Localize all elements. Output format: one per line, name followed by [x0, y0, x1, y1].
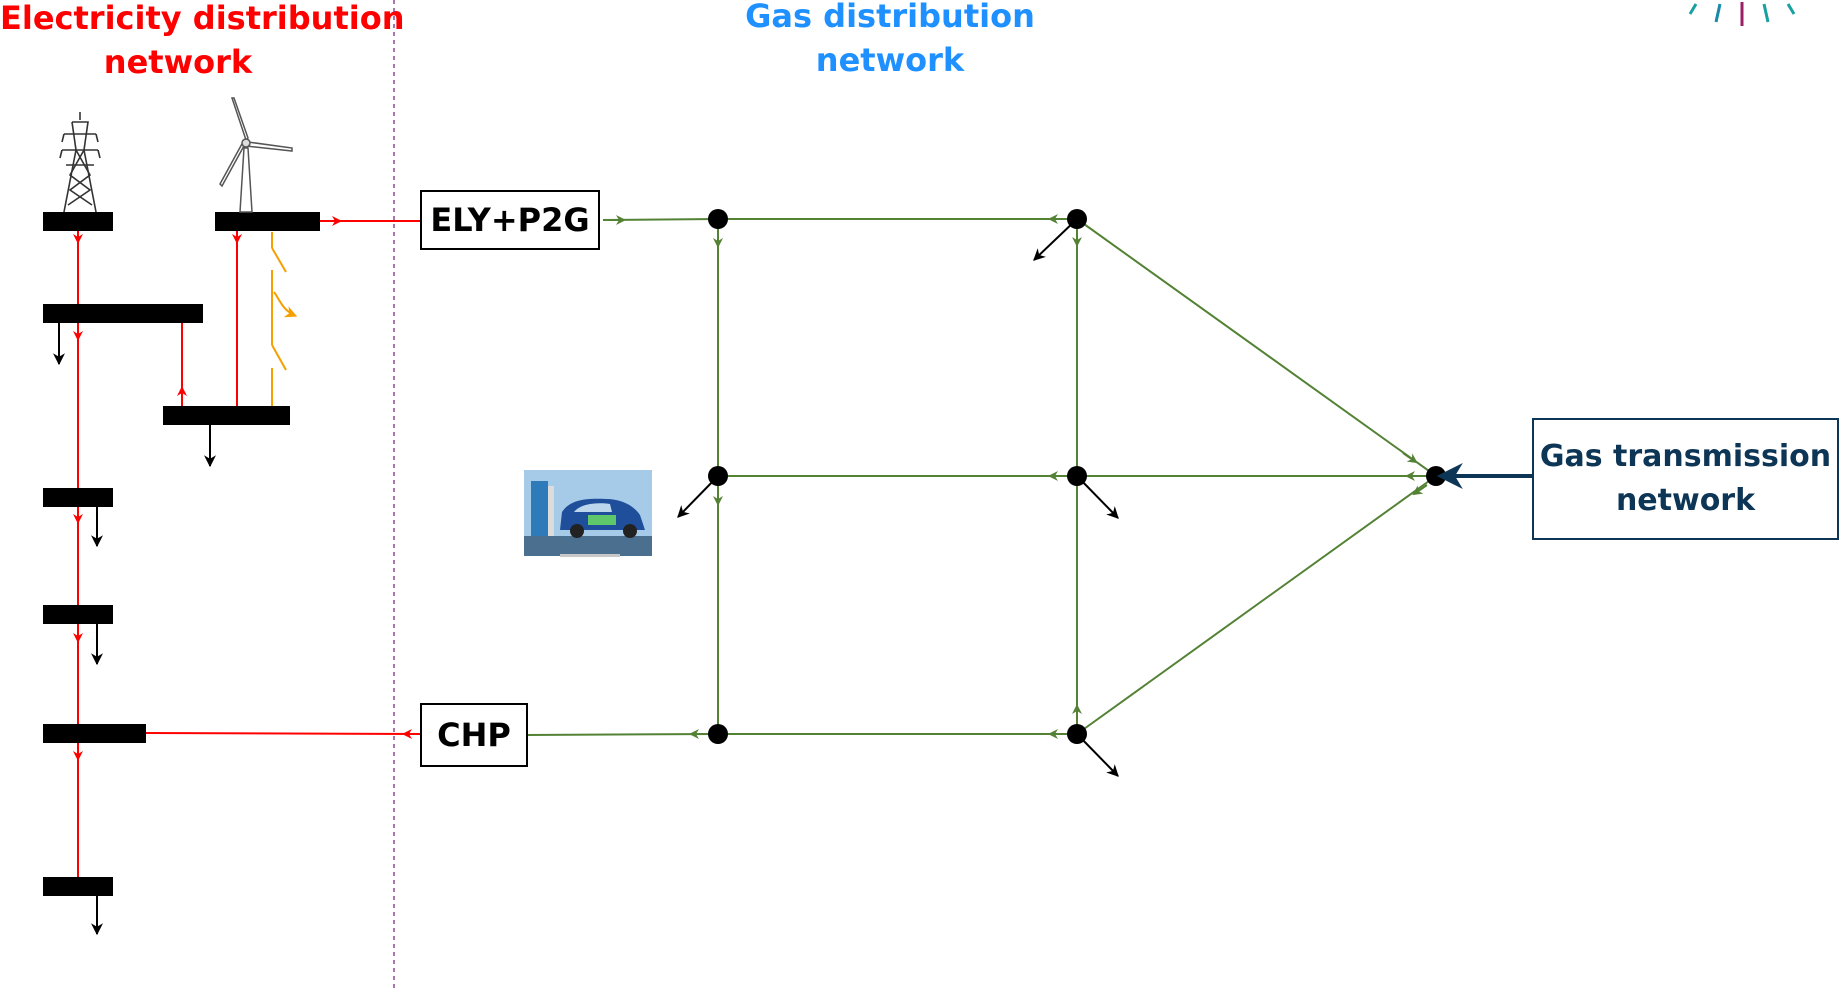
bus-bar-6 — [43, 724, 146, 743]
electricity-title-line1: Electricity distribution — [0, 0, 405, 37]
bus-bar-3 — [163, 406, 290, 425]
electricity-loads — [53, 323, 216, 936]
gas-node — [1067, 466, 1087, 486]
gas-node — [1067, 724, 1087, 744]
wind-turbine-icon — [219, 97, 293, 213]
gas-transmission-label-line1: Gas transmission — [1539, 439, 1832, 474]
gas-pipes — [526, 214, 1437, 739]
electricity-network-title: Electricity distribution network — [0, 0, 405, 84]
ely-p2g-label: ELY+P2G — [430, 201, 590, 239]
open-switch — [271, 232, 298, 406]
chp-label: CHP — [437, 716, 511, 754]
bus-bar-2 — [43, 304, 203, 323]
transmission-tower-icon — [59, 112, 101, 213]
pipe-diagonal-bottom — [1076, 475, 1437, 735]
electricity-lines — [73, 216, 421, 877]
bus-bar-1 — [43, 212, 113, 231]
bus-bar-4 — [43, 488, 113, 507]
chp-to-bus-line — [145, 732, 421, 735]
flow-arrow — [1402, 452, 1418, 464]
gas-loads — [677, 218, 1119, 777]
gas-node — [708, 724, 728, 744]
logo-icon — [1688, 2, 1796, 26]
pipe-diagonal-top — [1076, 218, 1437, 477]
bus-bar-5 — [43, 605, 113, 624]
gas-nodes — [708, 209, 1446, 744]
flow-arrow — [1412, 484, 1428, 496]
ely-p2g-box: ELY+P2G — [420, 190, 600, 250]
gas-title-line2: network — [815, 41, 965, 79]
gas-node — [708, 466, 728, 486]
hydrogen-car-station-icon — [524, 470, 652, 557]
gas-transmission-label-line2: network — [1615, 483, 1756, 518]
bus-bar-wind — [215, 212, 320, 231]
gas-node — [1067, 209, 1087, 229]
gas-network-title: Gas distribution network — [740, 0, 1040, 82]
pipe-chp — [526, 733, 719, 736]
chp-box: CHP — [420, 703, 528, 767]
bus-bar-7 — [43, 877, 113, 896]
gas-title-line1: Gas distribution — [745, 0, 1035, 35]
electricity-title-line2: network — [103, 43, 253, 81]
gas-transmission-box: Gas transmission network — [1532, 418, 1839, 540]
gas-node — [708, 209, 728, 229]
electricity-buses — [43, 212, 320, 896]
